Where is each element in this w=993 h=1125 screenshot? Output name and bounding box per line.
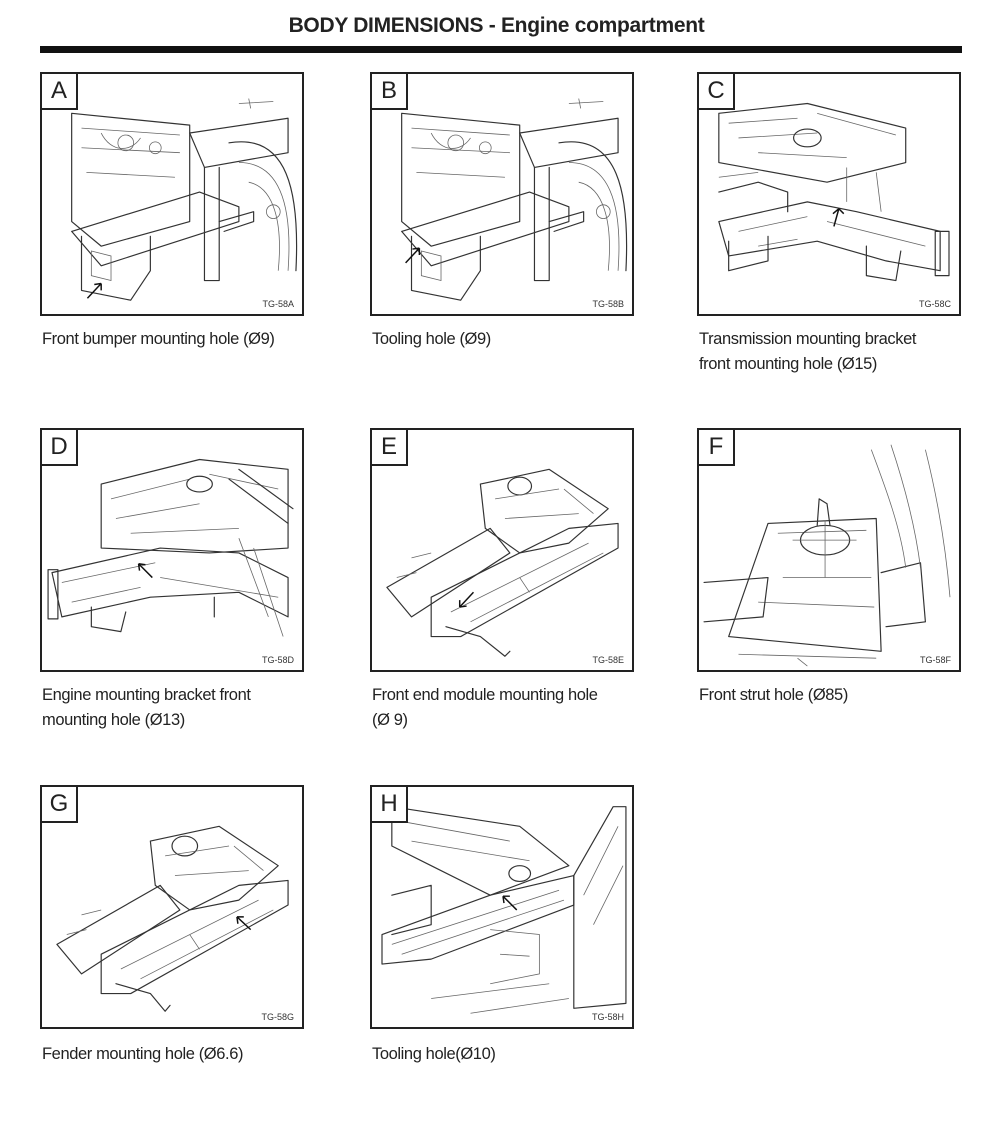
figure-code: TG-58H bbox=[591, 1012, 624, 1022]
caption-e: Front end module mounting hole (Ø 9) bbox=[372, 683, 642, 733]
figure-b: B TG-58B bbox=[370, 72, 634, 316]
figure-code: TG-58E bbox=[592, 655, 624, 665]
figure-letter: A bbox=[42, 74, 78, 110]
figure-f-drawing bbox=[703, 444, 951, 667]
caption-line: front mounting hole (Ø15) bbox=[699, 355, 878, 373]
figure-c: C TG-58C bbox=[697, 72, 961, 316]
caption-line: Transmission mounting bracket bbox=[699, 330, 917, 348]
figure-e-drawing bbox=[386, 468, 619, 657]
figure-letter: D bbox=[42, 430, 78, 466]
figure-letter: C bbox=[699, 74, 735, 110]
figure-c-drawing bbox=[718, 102, 950, 282]
figure-letter: B bbox=[372, 74, 408, 110]
figure-code: TG-58D bbox=[261, 655, 294, 665]
figure-g: G TG-58G bbox=[40, 785, 304, 1029]
caption-f: Front strut hole (Ø85) bbox=[699, 683, 969, 708]
figure-code: TG-58A bbox=[262, 299, 294, 309]
figure-f: F TG-58F bbox=[697, 428, 961, 672]
caption-h: Tooling hole(Ø10) bbox=[372, 1042, 642, 1067]
figure-letter: H bbox=[372, 787, 408, 823]
caption-d: Engine mounting bracket front mounting h… bbox=[42, 683, 312, 733]
caption-line: Front end module mounting hole bbox=[372, 686, 598, 704]
figure-h-drawing bbox=[381, 806, 627, 1014]
caption-b: Tooling hole (Ø9) bbox=[372, 327, 642, 352]
figure-d: D TG-58D bbox=[40, 428, 304, 672]
figure-code: TG-58G bbox=[261, 1012, 294, 1022]
figure-letter: G bbox=[42, 787, 78, 823]
figure-code: TG-58C bbox=[918, 299, 951, 309]
figure-letter: E bbox=[372, 430, 408, 466]
caption-c: Transmission mounting bracket front moun… bbox=[699, 327, 969, 377]
figure-b-drawing bbox=[401, 98, 628, 301]
figure-e: E TG-58E bbox=[370, 428, 634, 672]
caption-g: Fender mounting hole (Ø6.6) bbox=[42, 1042, 312, 1067]
caption-line: mounting hole (Ø13) bbox=[42, 711, 185, 729]
caption-line: Engine mounting bracket front bbox=[42, 686, 251, 704]
page-title: BODY DIMENSIONS - Engine compartment bbox=[288, 14, 705, 37]
figure-a-drawing bbox=[71, 98, 298, 301]
figure-a: A TG-58A bbox=[40, 72, 304, 316]
figure-letter: F bbox=[699, 430, 735, 466]
title-rule bbox=[40, 46, 962, 53]
figure-code: TG-58B bbox=[592, 299, 624, 309]
caption-line: Tooling hole(Ø10) bbox=[372, 1045, 496, 1063]
figure-h: H TG-58H bbox=[370, 785, 634, 1029]
caption-line: Fender mounting hole (Ø6.6) bbox=[42, 1045, 244, 1063]
caption-line: Front strut hole (Ø85) bbox=[699, 686, 848, 704]
caption-line: (Ø 9) bbox=[372, 711, 408, 729]
caption-line: Front bumper mounting hole (Ø9) bbox=[42, 330, 275, 348]
caption-line: Tooling hole (Ø9) bbox=[372, 330, 491, 348]
figure-d-drawing bbox=[47, 458, 294, 637]
figure-g-drawing bbox=[56, 825, 289, 1012]
figure-code: TG-58F bbox=[919, 655, 951, 665]
caption-a: Front bumper mounting hole (Ø9) bbox=[42, 327, 312, 352]
